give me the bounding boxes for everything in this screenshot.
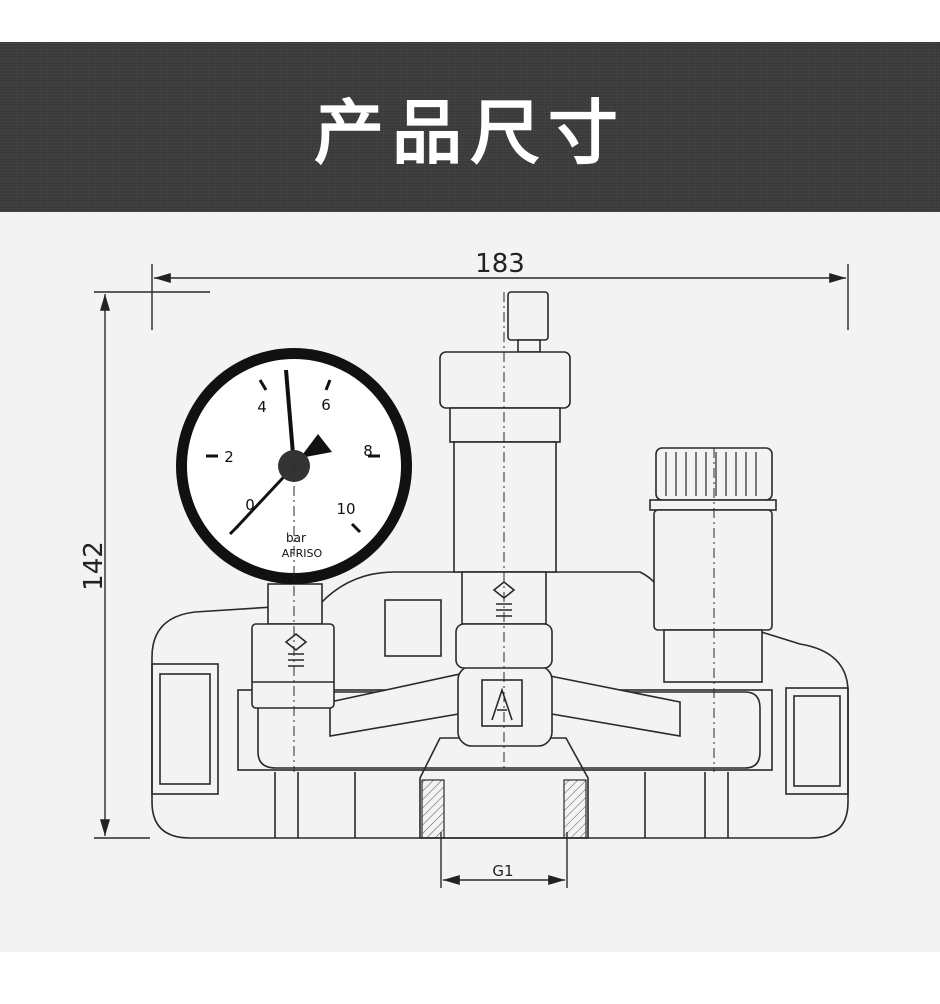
- air-vent: [439, 291, 571, 772]
- gauge-tick-2: 2: [224, 448, 234, 466]
- header-banner: 产品尺寸: [0, 42, 940, 212]
- gauge-needle: [284, 369, 296, 467]
- gauge-tick-8: 8: [363, 442, 373, 460]
- dimension-lines: [94, 264, 849, 888]
- thread-dimension-label: G1: [492, 862, 513, 880]
- safety-valve: [649, 447, 777, 772]
- width-dimension-label: 183: [475, 249, 525, 279]
- gauge-tick-6: 6: [321, 396, 331, 414]
- page-title: 产品尺寸: [314, 91, 626, 174]
- thread-section-left: [421, 779, 445, 839]
- gauge-unit: bar: [286, 531, 306, 545]
- gauge-brand: AFRISO: [282, 547, 323, 560]
- handle-wings: [329, 665, 681, 747]
- gauge-tick-0: 0: [245, 496, 255, 514]
- gauge-valve: [251, 583, 335, 709]
- gauge-tick-10: 10: [336, 500, 355, 518]
- height-dimension-label: 142: [79, 541, 109, 591]
- gauge-tick-4: 4: [257, 398, 267, 416]
- manifold-body: [151, 571, 849, 839]
- thread-section-right: [563, 779, 587, 839]
- gauge-needle-counterweight: [300, 434, 332, 458]
- drawing-svg: 183 142 G1: [79, 249, 849, 888]
- technical-drawing: 183 142 G1: [0, 212, 940, 952]
